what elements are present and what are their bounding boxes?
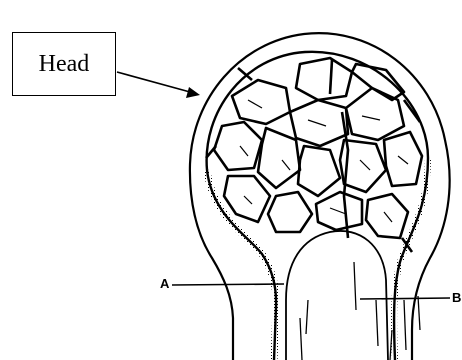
- head-label: Head: [39, 51, 90, 78]
- label-a-pointer-line: [172, 284, 284, 285]
- label-b-pointer-line: [360, 298, 450, 299]
- shaft-striations: [300, 262, 420, 360]
- head-pointer-arrowhead: [186, 87, 200, 98]
- outer-cortex-outline: [190, 33, 450, 360]
- label-b: B: [452, 291, 461, 304]
- head-pointer-line: [117, 72, 190, 92]
- label-a: A: [160, 277, 169, 290]
- trabecular-network: [206, 58, 422, 252]
- dotted-layer: [207, 170, 276, 360]
- head-label-box: Head: [12, 32, 116, 96]
